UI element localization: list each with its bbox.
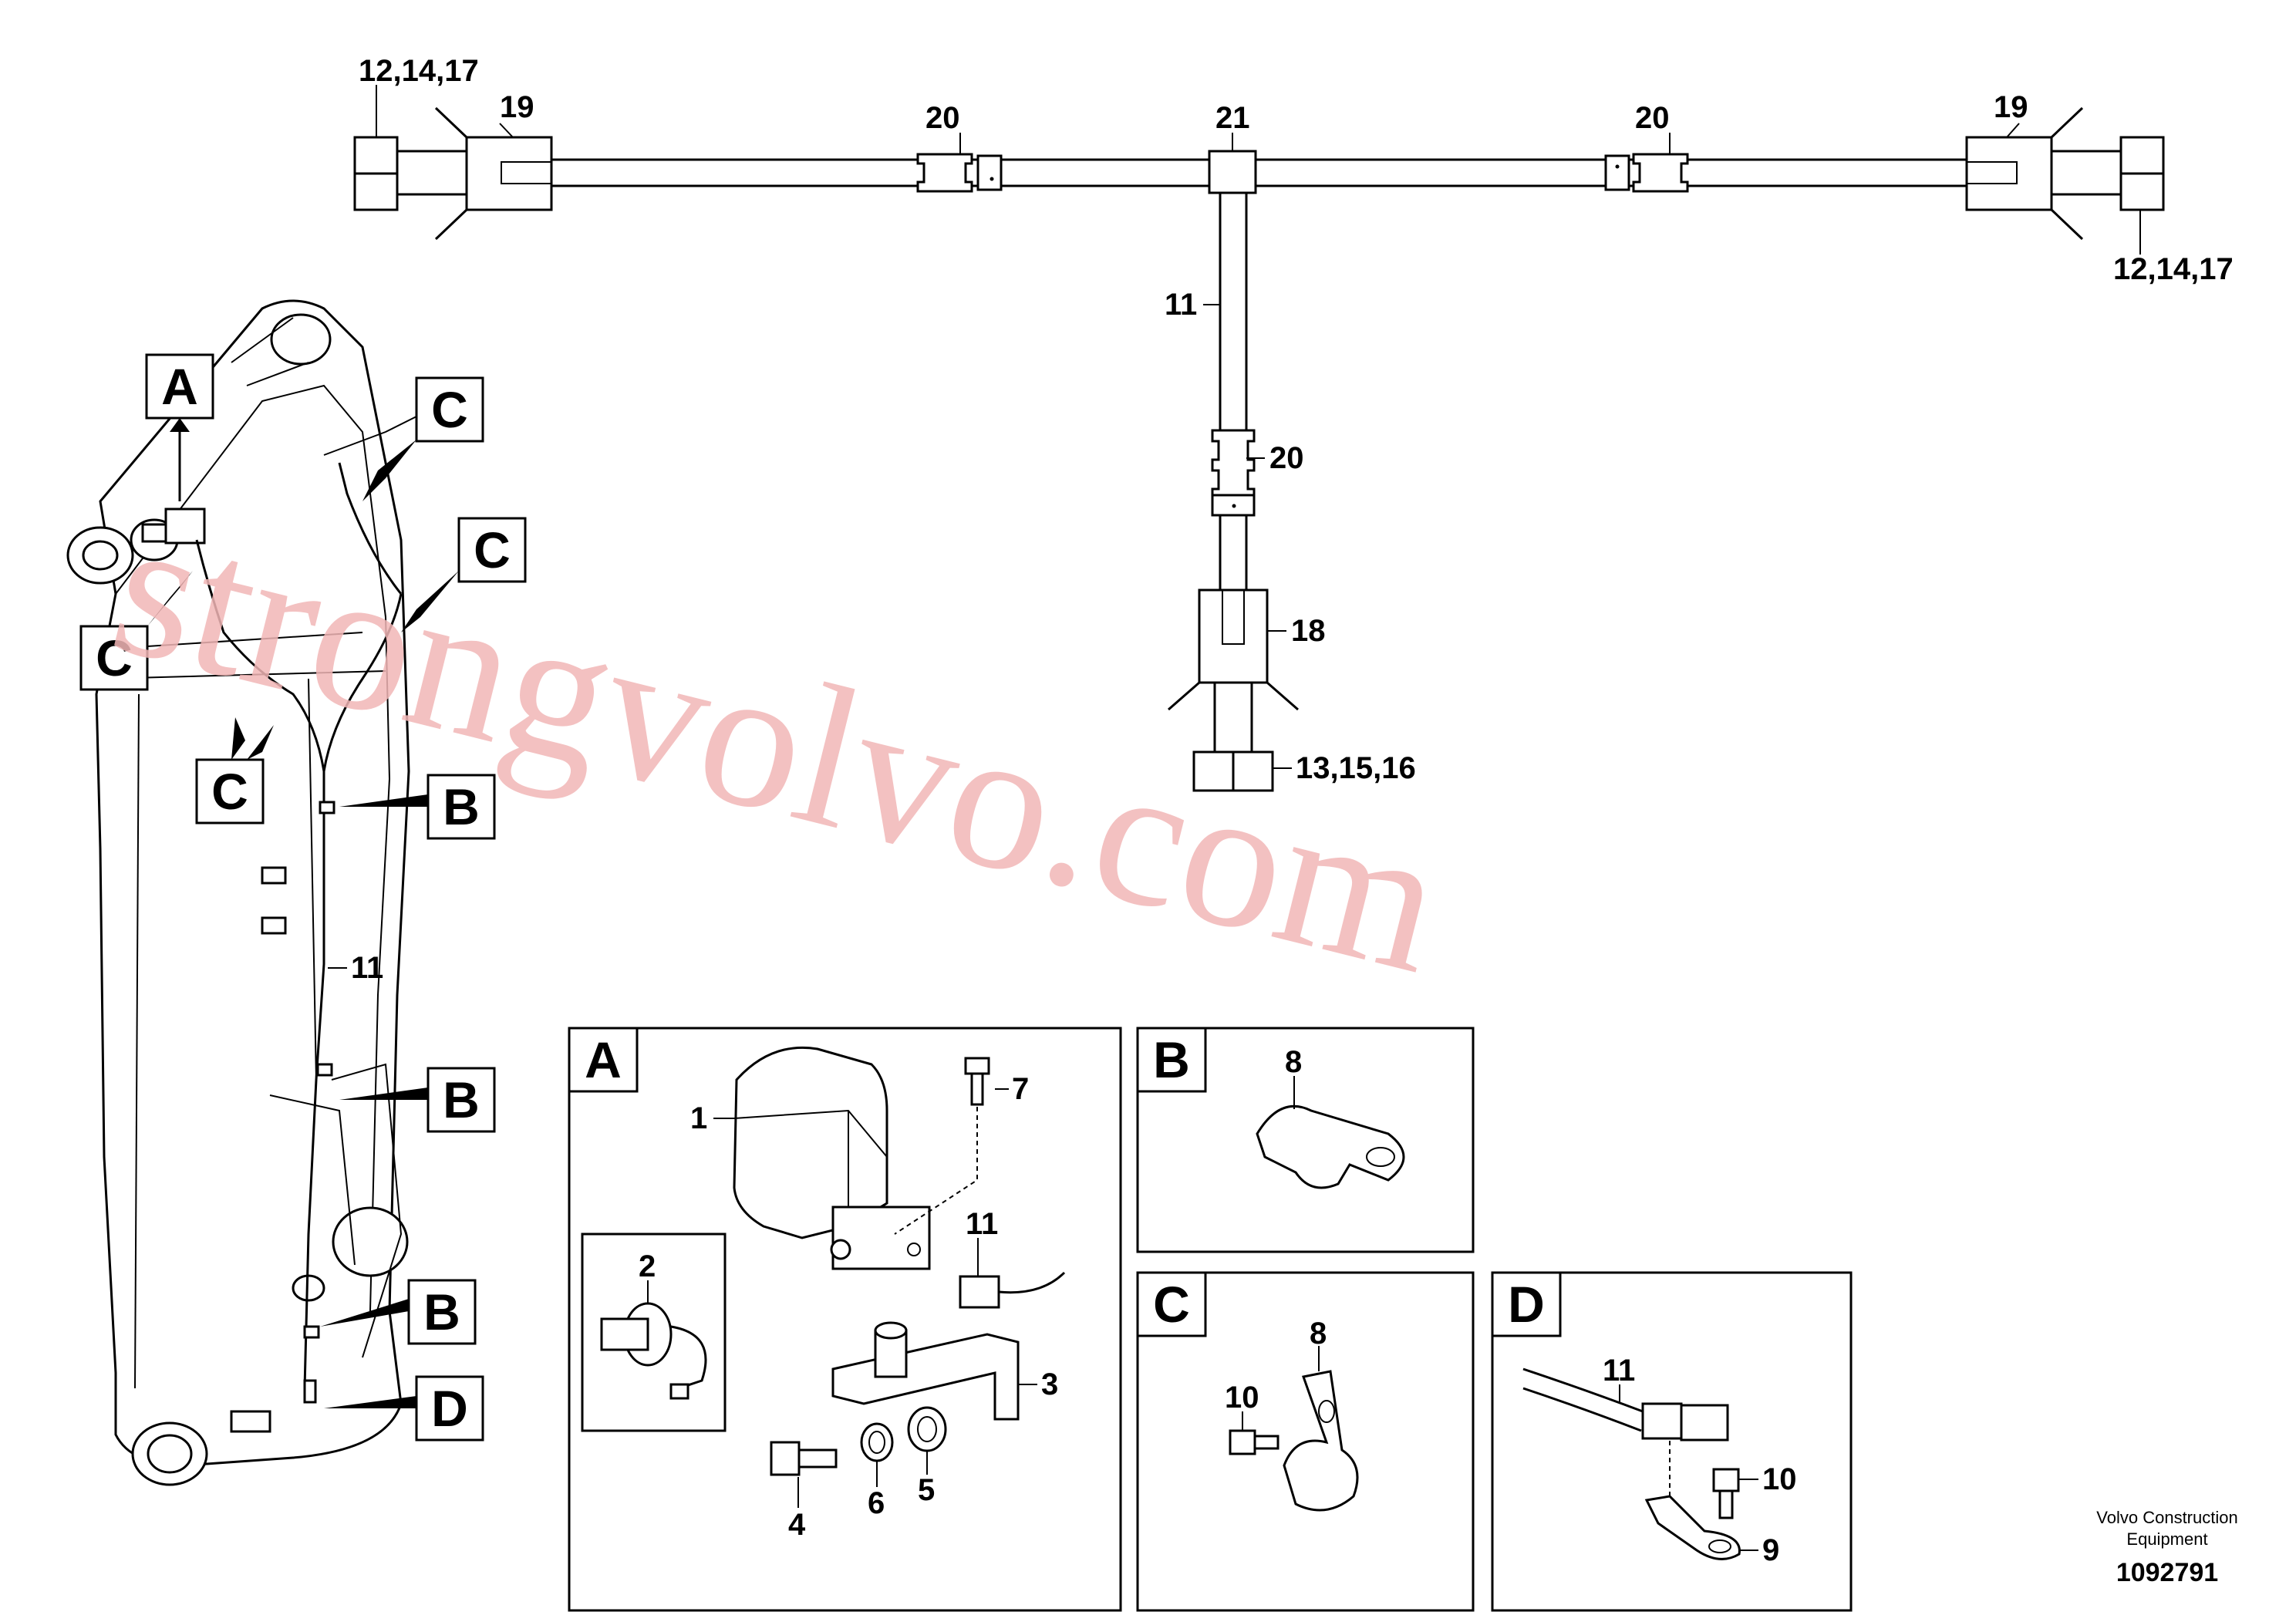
svg-text:C: C (431, 381, 468, 438)
detail-c: C 8 10 (1136, 1271, 1475, 1612)
detail-a-callout-cable: 11 (966, 1207, 998, 1241)
right-connector-neck (2050, 150, 2122, 196)
detail-a-callout-screw: 7 (1012, 1072, 1029, 1106)
svg-text:C: C (96, 629, 133, 686)
detail-b-clamp (1256, 1104, 1405, 1189)
callout-top-left-sleeve: 20 (925, 101, 960, 135)
branch-sleeve (1211, 429, 1256, 501)
tee-junction (1208, 150, 1257, 194)
tag-c-2: C (401, 517, 527, 632)
doc-number: 1092791 (2116, 1558, 2218, 1587)
detail-a-callout-lock-washer: 6 (868, 1486, 885, 1520)
callout-boom-cable: 11 (351, 951, 383, 985)
detail-a-callout-bulb: 2 (639, 1249, 656, 1283)
detail-c-title: C (1153, 1276, 1190, 1333)
branch-plug (1198, 588, 1269, 684)
detail-a-callout-lamp: 1 (690, 1101, 707, 1135)
detail-c-title-box (1136, 1271, 1207, 1337)
tag-b-2: B (339, 1067, 496, 1133)
left-connector-neck (396, 150, 468, 196)
main-cable (550, 158, 1988, 187)
callout-branch-plug: 18 (1291, 614, 1326, 648)
callout-top-right-sleeve: 20 (1635, 101, 1670, 135)
detail-a-bracket (831, 1333, 1020, 1421)
detail-a-callout-bolt: 4 (788, 1508, 806, 1542)
detail-c-clamp (1283, 1370, 1359, 1512)
svg-text:A: A (161, 358, 198, 415)
svg-text:C: C (211, 763, 248, 820)
detail-c-callout-screw: 10 (1225, 1381, 1259, 1415)
detail-a: A 1 7 2 11 3 (568, 1027, 1122, 1612)
svg-text:B: B (423, 1283, 460, 1340)
tag-c-3: C (79, 571, 193, 691)
boom-illustration: A C C C C B (66, 299, 527, 1486)
callout-top-right-connector: 12,14,17 (2113, 252, 2234, 286)
callout-top-left-connector: 12,14,17 (359, 54, 479, 88)
detail-d: D 11 10 9 (1491, 1271, 1853, 1612)
detail-d-callout-screw: 10 (1762, 1462, 1797, 1496)
callout-branch-connector: 13,15,16 (1296, 751, 1416, 785)
callout-branch-sleeve: 20 (1269, 441, 1304, 475)
credit-line-1: Volvo Construction (2096, 1508, 2237, 1527)
watermark: strongvolvo.com (95, 473, 1462, 1016)
svg-text:B: B (443, 1071, 480, 1128)
detail-b-title-box (1136, 1027, 1207, 1093)
detail-b: B 8 (1136, 1027, 1475, 1253)
detail-a-title-box (568, 1027, 639, 1093)
tag-d: D (324, 1375, 484, 1442)
callout-branch-cable: 11 (1165, 288, 1197, 322)
detail-b-callout-clamp: 8 (1285, 1045, 1302, 1079)
detail-b-title: B (1153, 1031, 1190, 1088)
right-sleeve (1604, 153, 1689, 193)
svg-text:C: C (474, 521, 511, 578)
boom-lamp (164, 508, 206, 545)
tag-c-1: C (362, 376, 484, 501)
callout-tee: 21 (1215, 101, 1250, 135)
tag-b-3: B (320, 1279, 477, 1345)
harness-top: 12,14,17 19 20 21 20 19 12,14,17 11 20 1… (353, 54, 2234, 792)
detail-a-callout-bracket: 3 (1041, 1367, 1058, 1401)
left-plug (465, 136, 553, 211)
tag-b-1: B (339, 774, 496, 840)
callout-top-left-plug: 19 (500, 90, 534, 124)
right-plug (1965, 136, 2053, 211)
credit-line-2: Equipment (2126, 1529, 2207, 1549)
detail-d-title-box (1491, 1271, 1562, 1337)
detail-a-title: A (585, 1031, 622, 1088)
tag-a: A (145, 353, 214, 501)
svg-text:D: D (431, 1380, 468, 1437)
tag-c-4: C (195, 717, 274, 824)
detail-d-title: D (1508, 1276, 1545, 1333)
detail-d-ground-strap (1644, 1495, 1741, 1560)
detail-d-callout-cable: 11 (1603, 1354, 1635, 1388)
callout-top-right-plug: 19 (1994, 90, 2028, 124)
left-sleeve (916, 153, 1003, 193)
detail-a-callout-washer: 5 (918, 1473, 935, 1507)
svg-text:B: B (443, 778, 480, 835)
detail-c-callout-clamp: 8 (1310, 1317, 1327, 1351)
detail-d-callout-ground-strap: 9 (1762, 1533, 1779, 1567)
